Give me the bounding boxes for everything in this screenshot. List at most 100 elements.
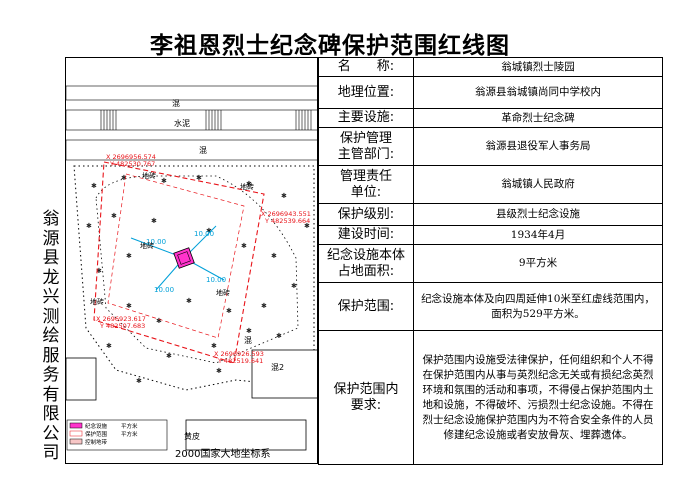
legend-swatch xyxy=(69,422,83,429)
info-row: 保护范围内要求:保护范围内设施受法律保护，任何组织和个人不得在保护范围内从事与英… xyxy=(318,330,663,465)
tree-icon: ✱ xyxy=(106,342,112,350)
surface-label: 地砖 xyxy=(216,288,230,297)
org-char: 测 xyxy=(42,306,60,327)
measure-label: 10.00 xyxy=(146,238,166,246)
info-key: 管理责任单位: xyxy=(318,165,414,204)
info-row: 保护范围:纪念设施本体及向四周延伸10米至红虚线范围内，面积为529平方米。 xyxy=(318,282,663,331)
coordinate-y-label: Y 482507.683 xyxy=(99,322,145,330)
info-row: 管理责任单位:翁城镇人民政府 xyxy=(318,165,663,204)
info-key: 名 称: xyxy=(318,57,414,77)
road-label: 混 xyxy=(172,99,180,108)
org-char: 兴 xyxy=(42,287,60,307)
info-value: 9平方米 xyxy=(413,244,663,283)
tree-icon: ✱ xyxy=(91,182,97,190)
tree-icon: ✱ xyxy=(246,327,252,335)
tree-icon: ✱ xyxy=(226,307,232,315)
legend-unit-label: 平方米 xyxy=(121,422,138,430)
info-row: 主要设施:革命烈士纪念碑 xyxy=(318,108,663,128)
coordinate-x-label: X 2696956.574 xyxy=(106,153,156,161)
surveyor-org-name: 翁源县龙兴测绘服务有限公司 xyxy=(41,209,61,464)
surface-label: 地砖 xyxy=(142,171,156,180)
info-row: 纪念设施本体占地面积:9平方米 xyxy=(318,244,663,283)
legend-label: 纪念设施 xyxy=(85,422,108,430)
legend-swatch xyxy=(69,430,83,437)
tree-icon: ✱ xyxy=(261,302,267,310)
legend-box xyxy=(66,419,168,451)
legend-label: 保护范围 xyxy=(85,430,108,438)
inner-path-outline xyxy=(95,175,299,364)
tree-icon: ✱ xyxy=(241,242,247,250)
tree-icon: ✱ xyxy=(246,180,252,188)
cement-area xyxy=(66,139,317,161)
coordinate-x-label: X 2696926.593 xyxy=(214,350,264,358)
tree-icon: ✱ xyxy=(156,317,162,325)
tree-icon: ✱ xyxy=(216,367,222,375)
road-label: 黄皮 xyxy=(184,431,200,441)
surface-label: 地砖 xyxy=(240,182,254,191)
tree-icon: ✱ xyxy=(86,222,92,230)
tree-icon: ✱ xyxy=(291,282,297,290)
info-value: 翁源县退役军人事务局 xyxy=(413,127,663,166)
org-char: 公 xyxy=(42,423,60,444)
coordinate-x-label: X 2696943.551 xyxy=(261,210,311,218)
measure-label: 10.00 xyxy=(194,230,214,238)
road-label: 混 xyxy=(199,146,207,155)
org-char: 源 xyxy=(42,228,60,249)
info-value: 纪念设施本体及向四周延伸10米至红虚线范围内，面积为529平方米。 xyxy=(413,282,663,331)
building-lower-left xyxy=(66,357,97,401)
road-upper xyxy=(66,109,317,131)
plaza-outline xyxy=(73,165,315,391)
coordinate-y-label: Y 482519.641 xyxy=(217,357,263,365)
control-zone xyxy=(107,173,245,339)
info-value: 翁源县翁城镇尚同中学校内 xyxy=(413,76,663,109)
road-top xyxy=(66,85,317,101)
tree-icon: ✱ xyxy=(121,174,127,182)
tree-icon: ✱ xyxy=(281,192,287,200)
org-char: 绘 xyxy=(42,326,60,346)
org-char: 服 xyxy=(42,345,60,366)
building-lower-right xyxy=(251,349,317,399)
legend-label: 控制地带 xyxy=(85,438,108,446)
road-label: 混2 xyxy=(271,363,284,372)
org-char: 县 xyxy=(42,248,60,268)
tree-icon: ✱ xyxy=(186,297,192,305)
info-value: 翁城镇烈士陵园 xyxy=(413,57,663,77)
facility-info-table: 名 称:翁城镇烈士陵园地理位置:翁源县翁城镇尚同中学校内主要设施:革命烈士纪念碑… xyxy=(318,57,663,465)
coordinate-y-label: Y 482530.767 xyxy=(109,160,155,168)
info-value: 县级烈士纪念设施 xyxy=(413,203,663,226)
monument-marker xyxy=(173,247,195,269)
road-label: 混 xyxy=(244,336,252,345)
tree-icon: ✱ xyxy=(136,377,142,385)
protection-boundary xyxy=(93,161,265,364)
info-key: 地理位置: xyxy=(318,76,414,109)
org-char: 务 xyxy=(42,365,60,385)
coordinate-x-label: X 2696923.617 xyxy=(96,315,146,323)
info-value: 1934年4月 xyxy=(413,225,663,245)
building-bottom xyxy=(185,419,307,451)
tree-icon: ✱ xyxy=(276,332,282,340)
surface-label: 地砖 xyxy=(140,241,154,250)
coordinate-y-label: Y 482539.664 xyxy=(264,217,310,225)
tree-icon: ✱ xyxy=(126,252,132,260)
legend-unit-label: 平方米 xyxy=(121,430,138,438)
surface-label: 地砖 xyxy=(90,297,104,306)
info-key: 主要设施: xyxy=(318,108,414,128)
info-row: 保护级别:县级烈士纪念设施 xyxy=(318,203,663,226)
info-value: 革命烈士纪念碑 xyxy=(413,108,663,128)
tree-icon: ✱ xyxy=(151,217,157,225)
tree-icon: ✱ xyxy=(161,177,167,185)
coordinate-system: 2000国家大地坐标系 xyxy=(175,447,270,460)
tree-icon: ✱ xyxy=(196,174,202,182)
tree-icon: ✱ xyxy=(111,212,117,220)
info-row: 地理位置:翁源县翁城镇尚同中学校内 xyxy=(318,76,663,109)
info-value: 翁城镇人民政府 xyxy=(413,165,663,204)
info-key: 建设时间: xyxy=(318,225,414,245)
org-char: 翁 xyxy=(42,209,60,229)
red-line-map: ✱✱✱✱✱✱✱✱✱✱✱✱✱✱✱✱✱✱✱✱✱✱✱✱✱✱✱✱✱✱ 10.0010.0… xyxy=(65,57,318,464)
info-row: 保护管理主管部门:翁源县退役军人事务局 xyxy=(318,127,663,166)
tree-icon: ✱ xyxy=(206,227,212,235)
org-char: 限 xyxy=(42,404,60,424)
tree-icon: ✱ xyxy=(166,352,172,360)
page-title: 李祖恩烈士纪念碑保护范围红线图 xyxy=(150,33,510,59)
